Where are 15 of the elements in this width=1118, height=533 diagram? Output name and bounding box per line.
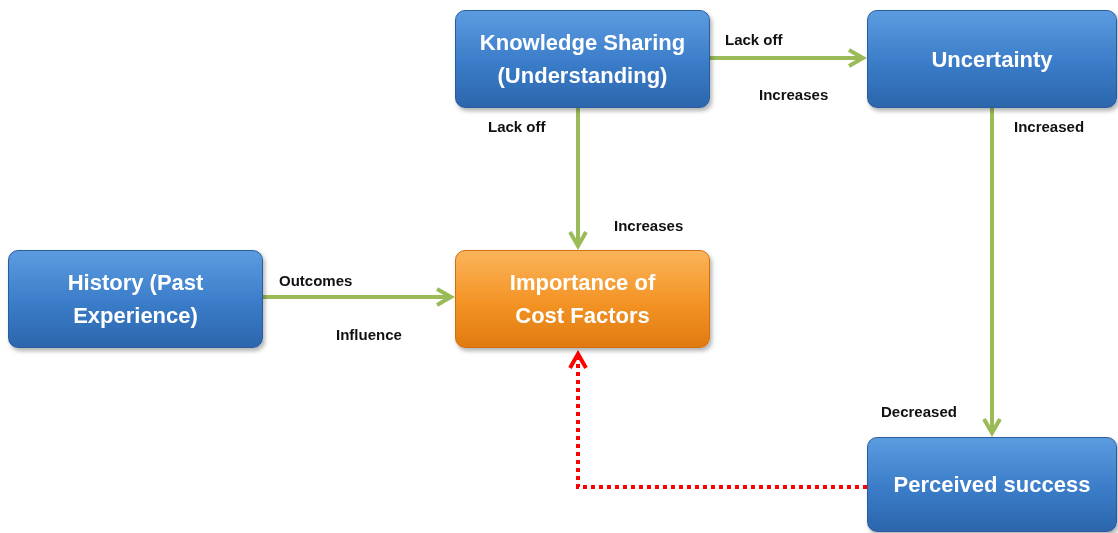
- process-box: Perceived success: [867, 437, 1117, 532]
- arrow: [710, 48, 865, 68]
- annotation-label: Influence: [334, 326, 404, 343]
- arrow: [263, 287, 453, 307]
- process-box: Knowledge Sharing (Understanding): [455, 10, 710, 108]
- arrow: [568, 108, 588, 248]
- annotation-label: Decreased: [879, 403, 959, 420]
- arrow: [982, 108, 1002, 435]
- edge-label: Lack off: [486, 118, 548, 135]
- process-box: Uncertainty: [867, 10, 1117, 108]
- process-box: History (Past Experience): [8, 250, 263, 348]
- edge-label: Increased: [1012, 118, 1087, 135]
- arrow: [568, 352, 867, 489]
- edge-label: Lack off: [723, 31, 785, 48]
- highlighted-box: Importance of Cost Factors: [455, 250, 710, 348]
